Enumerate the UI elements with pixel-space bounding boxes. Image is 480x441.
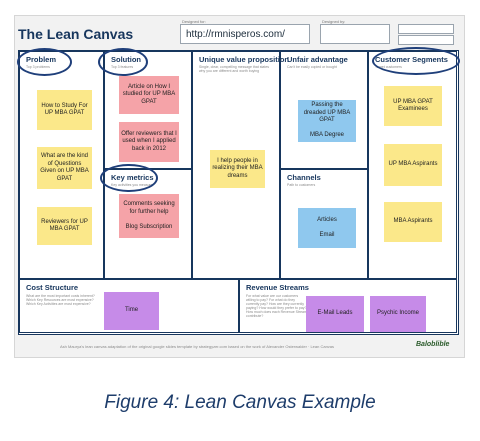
on-field — [398, 24, 454, 34]
uvp-title: Unique value proposition — [199, 55, 290, 64]
designed-for-field: http://rmnisperos.com/ — [180, 24, 310, 44]
uvp-cell: Unique value proposition Single, clear, … — [192, 51, 289, 279]
canvas-grid: Problem Top 3 problems How to Study For … — [18, 50, 459, 335]
channels-subtitle: Path to customers — [287, 183, 316, 187]
unfair-advantage-sticky: Passing the dreaded UP MBA GPAT MBA Degr… — [298, 100, 356, 142]
canvas-title: The Lean Canvas — [18, 26, 134, 42]
cost-structure-cell: Cost Structure What are the most importa… — [19, 279, 239, 333]
problem-sticky: Reviewers for UP MBA GPAT — [37, 207, 92, 245]
customer-segments-cell: Customer Segments Target customers UP MB… — [368, 51, 457, 279]
uvp-subtitle: Single, clear, compelling message that s… — [199, 65, 270, 73]
revenue-streams-subtitle: For what value are our customers willing… — [246, 294, 307, 318]
customer-segments-sticky: UP MBA GPAT Examinees — [384, 86, 442, 126]
designed-by-field — [320, 24, 390, 44]
footer-note: Ash Maurya's lean canvas adaptation of t… — [60, 344, 335, 349]
channels-sticky: Articles Email — [298, 208, 356, 248]
solution-highlight-ring — [98, 48, 148, 76]
solution-sticky: Article on How I studied for UP MBA GPAT — [119, 76, 179, 114]
key-metrics-sticky: Comments seeking for further help Blog S… — [119, 194, 179, 238]
revenue-streams-sticky: Psychic Income — [370, 296, 426, 332]
revenue-streams-sticky: E-Mail Leads — [306, 296, 364, 332]
channels-cell: Channels Path to customers Articles Emai… — [280, 169, 368, 279]
unfair-advantage-cell: Unfair advantage Can't be easily copied … — [280, 51, 368, 169]
channels-title: Channels — [287, 173, 321, 182]
revenue-streams-title: Revenue Streams — [246, 283, 309, 292]
designed-by-caption: Designed by: — [322, 19, 346, 24]
unfair-advantage-subtitle: Can't be easily copied or bought — [287, 65, 337, 69]
problem-sticky: What are the kind of Questions Given on … — [37, 147, 92, 189]
unfair-advantage-title: Unfair advantage — [287, 55, 348, 64]
logo: Baloblible — [416, 341, 450, 348]
problem-cell: Problem Top 3 problems How to Study For … — [19, 51, 104, 279]
problem-sticky: How to Study For UP MBA GPAT — [37, 90, 92, 130]
customer-segments-sticky: UP MBA Aspirants — [384, 144, 442, 186]
key-metrics-highlight-ring — [100, 164, 158, 192]
solution-sticky: Offer reviewers that I used when I appli… — [119, 122, 179, 162]
uvp-sticky: I help people in realizing their MBA dre… — [210, 150, 265, 188]
cost-structure-sticky: Time — [104, 292, 159, 330]
customer-segments-sticky: MBA Aspirants — [384, 202, 442, 242]
iteration-field — [398, 35, 454, 45]
cost-structure-title: Cost Structure — [26, 283, 79, 292]
cost-structure-subtitle: What are the most important costs inhere… — [26, 294, 95, 306]
revenue-streams-cell: Revenue Streams For what value are our c… — [239, 279, 457, 333]
figure-caption: Figure 4: Lean Canvas Example — [104, 392, 376, 413]
url-caption: Designed for: — [182, 19, 206, 24]
customer-segments-highlight-ring — [372, 47, 460, 75]
problem-highlight-ring — [17, 48, 72, 76]
solution-cell: Solution Top 3 features Article on How I… — [104, 51, 192, 169]
